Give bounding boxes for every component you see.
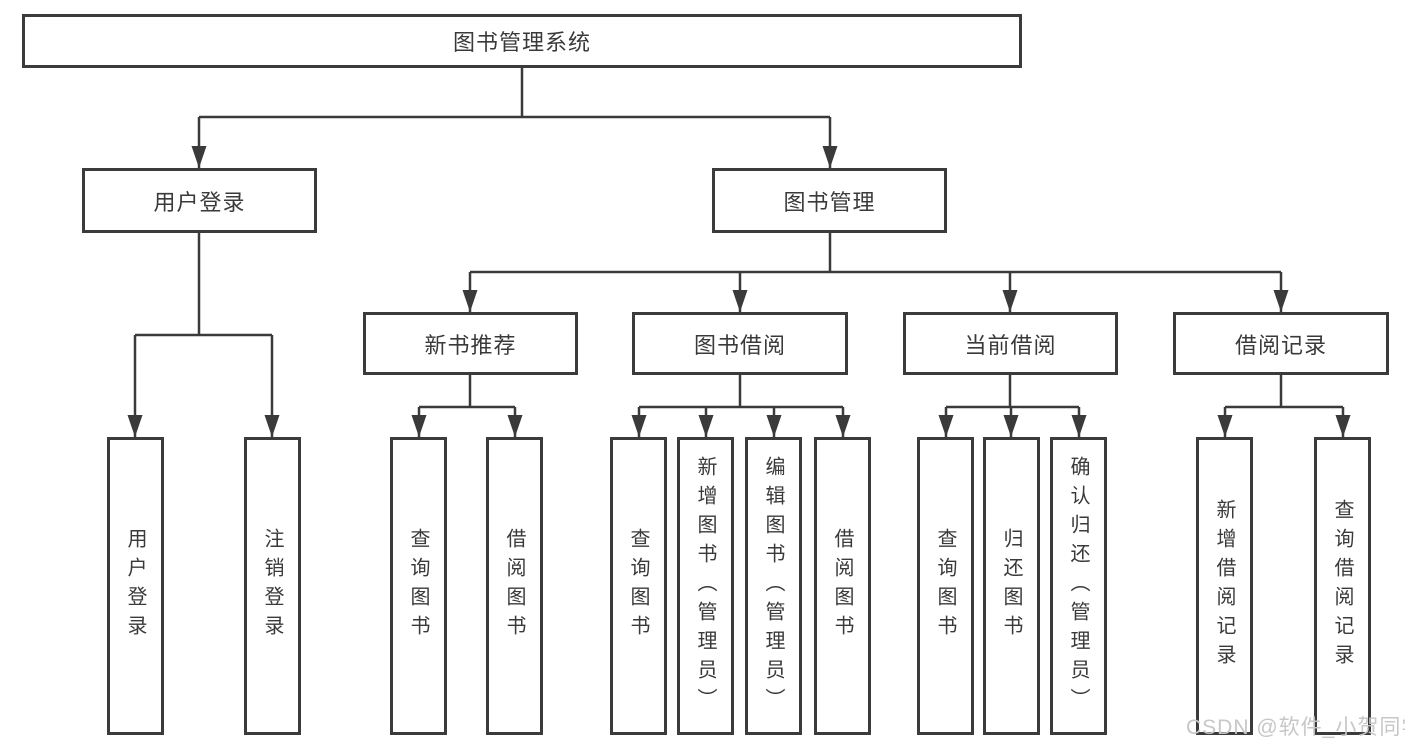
- node-label: 用户登录: [153, 189, 246, 215]
- node-br-add-record: 新增借阅记录: [1196, 437, 1253, 735]
- node-library-management-system: 图书管理系统: [22, 14, 1022, 68]
- csdn-watermark: CSDN @软件_小贺同学: [1186, 716, 1405, 739]
- node-label: 图书借阅: [693, 332, 786, 358]
- node-book-borrowing: 图书借阅: [632, 312, 848, 375]
- node-cb-confirm-return-admin: 确认归还（管理员）: [1050, 437, 1107, 735]
- node-label: 确认归还（管理员）: [1067, 455, 1089, 717]
- node-label: 借阅记录: [1234, 332, 1327, 358]
- node-label: 查询借阅记录: [1331, 499, 1353, 673]
- node-label: 借阅图书: [503, 528, 525, 644]
- node-new-book-recommend: 新书推荐: [363, 312, 578, 375]
- node-bb-query-books: 查询图书: [610, 437, 667, 735]
- node-bb-add-books-admin: 新增图书（管理员）: [677, 437, 734, 735]
- node-user-login-group: 用户登录: [82, 168, 317, 233]
- node-label: 当前借阅: [964, 332, 1057, 358]
- node-user-login: 用户登录: [107, 437, 164, 735]
- node-cb-query-books: 查询图书: [917, 437, 974, 735]
- node-nbr-query-books: 查询图书: [390, 437, 447, 735]
- node-label: 图书管理: [783, 189, 876, 215]
- node-nbr-borrow-books: 借阅图书: [486, 437, 543, 735]
- node-label: 注销登录: [261, 528, 283, 644]
- node-label: 归还图书: [1000, 528, 1022, 644]
- node-label: 用户登录: [124, 528, 146, 644]
- node-label: 新增借阅记录: [1213, 499, 1235, 673]
- node-cb-return-books: 归还图书: [983, 437, 1040, 735]
- node-br-query-record: 查询借阅记录: [1314, 437, 1371, 735]
- node-label: 编辑图书（管理员）: [762, 455, 784, 717]
- node-current-borrowing: 当前借阅: [903, 312, 1118, 375]
- node-label: 图书管理系统: [452, 30, 591, 55]
- node-label: 查询图书: [407, 528, 429, 644]
- node-logout-login: 注销登录: [244, 437, 301, 735]
- node-label: 新增图书（管理员）: [694, 455, 716, 717]
- node-label: 查询图书: [627, 528, 649, 644]
- node-book-management: 图书管理: [712, 168, 947, 233]
- node-label: 新书推荐: [424, 332, 517, 358]
- node-bb-borrow-books: 借阅图书: [814, 437, 871, 735]
- node-borrowing-records: 借阅记录: [1173, 312, 1389, 375]
- node-bb-edit-books-admin: 编辑图书（管理员）: [745, 437, 802, 735]
- node-label: 借阅图书: [831, 528, 853, 644]
- node-label: 查询图书: [934, 528, 956, 644]
